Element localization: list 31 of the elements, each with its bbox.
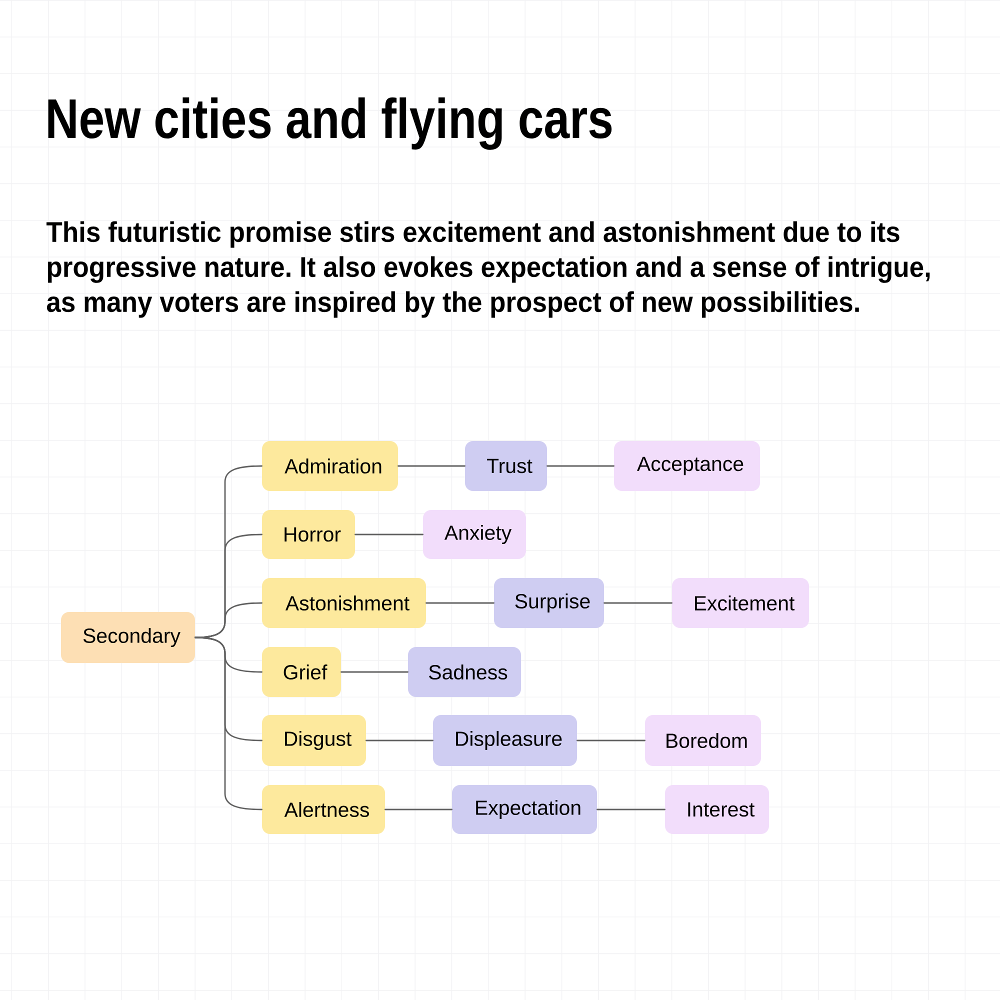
topic-box: Astonishment [262, 578, 426, 628]
topic-box: Alertness [262, 785, 385, 834]
topic-box: Expectation [452, 785, 597, 834]
topic-box: Admiration [262, 441, 398, 491]
connector-line [340, 671, 408, 673]
connector-line [546, 465, 614, 467]
connector-line [366, 740, 434, 742]
topic-box: Excitement [672, 578, 810, 628]
connector-line [194, 602, 262, 638]
topic-box: Acceptance [614, 441, 760, 491]
connector-line [576, 740, 646, 742]
topic-box: Displeasure [433, 715, 577, 766]
topic-box: Boredom [645, 715, 762, 766]
connector-line [426, 602, 494, 604]
topic-box: Sadness [408, 647, 521, 697]
topic-box: Horror [262, 510, 355, 559]
topic-box: Interest [665, 785, 770, 834]
connector-line [194, 636, 262, 810]
connector-line [604, 602, 672, 604]
topic-box: Surprise [494, 578, 604, 628]
root-box: Secondary [61, 612, 195, 663]
topic-box: Grief [262, 647, 341, 697]
description-text: This futuristic promise stirs excitement and astonishment due to its progressive nature. It also evokes expectation and a sense of intrigue, as many voters are inspired by the prospect of new possibilities. [46, 221, 930, 318]
connector-line [398, 465, 466, 467]
connector-line [384, 808, 452, 810]
connector-line [354, 534, 424, 536]
topic-box: Anxiety [423, 510, 526, 559]
connector-line [596, 808, 666, 810]
topic-box: Trust [465, 441, 547, 491]
topic-box: Disgust [262, 715, 366, 766]
title: New cities and flying cars [48, 97, 612, 150]
